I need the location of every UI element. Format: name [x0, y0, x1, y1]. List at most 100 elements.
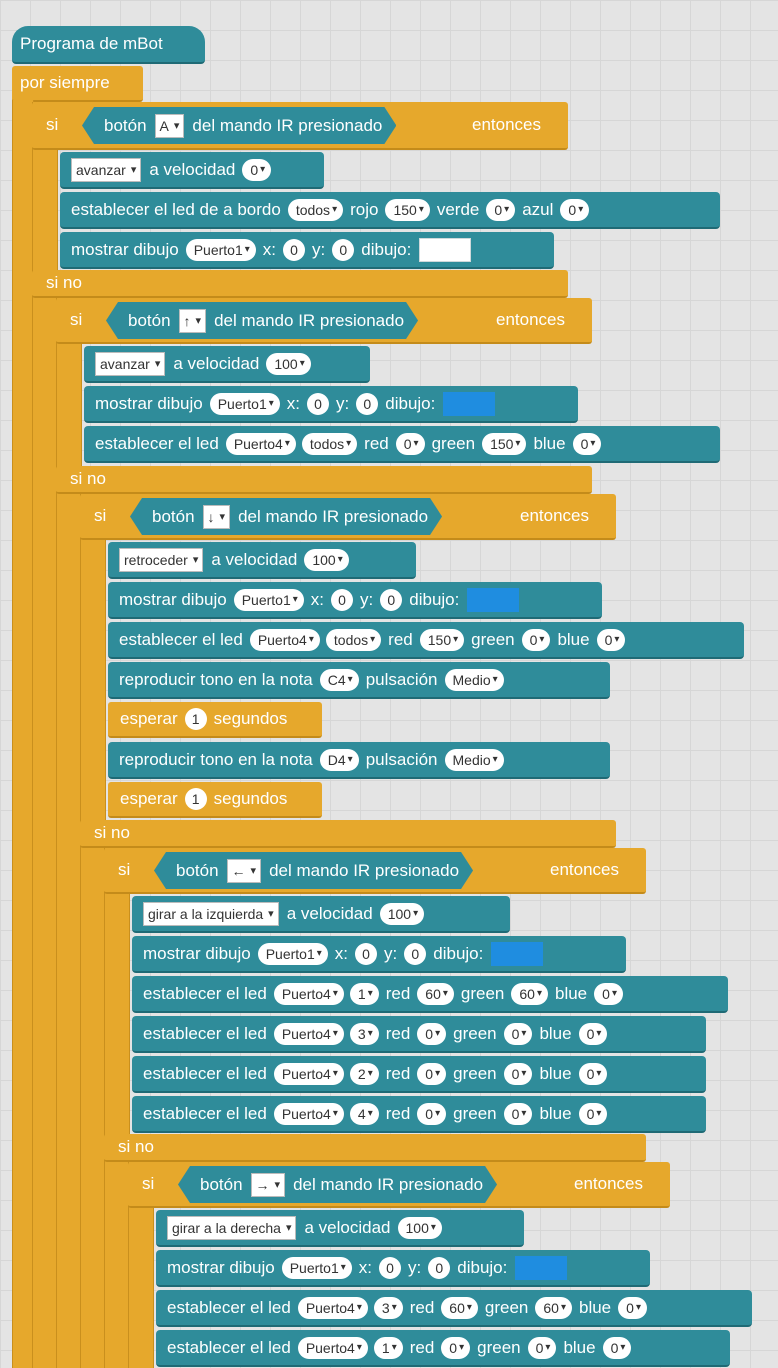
- led-port-dropdown[interactable]: Puerto4: [225, 432, 296, 455]
- red-value[interactable]: 60: [441, 1296, 478, 1319]
- program-hat-block[interactable]: Programa de mBot: [12, 26, 205, 64]
- red-value[interactable]: 0: [417, 1062, 447, 1085]
- show-drawing-block[interactable]: mostrar dibujo Puerto1 x: 0 y: 0 dibujo:: [108, 582, 602, 619]
- onboard-led-block[interactable]: establecer el led de a bordo todos rojo …: [60, 192, 720, 229]
- led-index-dropdown[interactable]: 4: [349, 1102, 379, 1125]
- speed-value[interactable]: 100: [266, 352, 311, 375]
- blue-value[interactable]: 0: [560, 198, 590, 221]
- led-port-dropdown[interactable]: Puerto4: [273, 1062, 344, 1085]
- y-value[interactable]: 0: [428, 1256, 451, 1279]
- blue-value[interactable]: 0: [578, 1102, 608, 1125]
- led-index-dropdown[interactable]: 2: [349, 1062, 379, 1085]
- green-value[interactable]: 0: [521, 628, 551, 651]
- port-dropdown[interactable]: Puerto1: [281, 1256, 352, 1279]
- led-index-dropdown[interactable]: 3: [349, 1022, 379, 1045]
- beat-dropdown[interactable]: Medio: [444, 668, 504, 691]
- play-tone-block[interactable]: reproducir tono en la nota C4 pulsación …: [108, 662, 610, 699]
- show-drawing-block[interactable]: mostrar dibujo Puerto1 x: 0 y: 0 dibujo:: [156, 1250, 650, 1287]
- port-dropdown[interactable]: Puerto1: [233, 588, 304, 611]
- ir-button-dropdown[interactable]: A: [155, 114, 185, 138]
- blue-value[interactable]: 0: [578, 1022, 608, 1045]
- direction-dropdown[interactable]: retroceder: [119, 547, 204, 572]
- led-index-dropdown[interactable]: 3: [373, 1296, 403, 1319]
- green-value[interactable]: 0: [486, 198, 516, 221]
- led-block[interactable]: establecer el led Puerto4 3 red 60 green…: [156, 1290, 752, 1327]
- drawing-matrix[interactable]: [491, 941, 544, 966]
- blue-value[interactable]: 0: [596, 628, 626, 651]
- led-index-dropdown[interactable]: 1: [373, 1336, 403, 1359]
- x-value[interactable]: 0: [283, 238, 306, 261]
- ir-condition-a[interactable]: botón A del mando IR presionado: [82, 107, 396, 144]
- red-value[interactable]: 60: [417, 982, 454, 1005]
- move-block[interactable]: girar a la derecha a velocidad 100: [156, 1210, 524, 1247]
- green-value[interactable]: 0: [503, 1062, 533, 1085]
- move-block[interactable]: avanzar a velocidad 0: [60, 152, 324, 189]
- speed-value[interactable]: 100: [397, 1216, 442, 1239]
- port-dropdown[interactable]: Puerto1: [257, 942, 328, 965]
- play-tone-block[interactable]: reproducir tono en la nota D4 pulsación …: [108, 742, 610, 779]
- speed-value[interactable]: 0: [242, 158, 272, 181]
- show-drawing-block[interactable]: mostrar dibujo Puerto1 x: 0 y: 0 dibujo:: [84, 386, 578, 423]
- blue-value[interactable]: 0: [578, 1062, 608, 1085]
- y-value[interactable]: 0: [380, 588, 403, 611]
- x-value[interactable]: 0: [331, 588, 354, 611]
- port-dropdown[interactable]: Puerto1: [209, 392, 280, 415]
- ir-button-dropdown[interactable]: ←: [227, 859, 262, 883]
- green-value[interactable]: 60: [511, 982, 548, 1005]
- direction-dropdown[interactable]: girar a la derecha: [167, 1215, 297, 1240]
- move-block[interactable]: retroceder a velocidad 100: [108, 542, 416, 579]
- led-scope-dropdown[interactable]: todos: [287, 198, 344, 221]
- led-block[interactable]: establecer el led Puerto4 1 red 60 green…: [132, 976, 728, 1013]
- blue-value[interactable]: 0: [572, 432, 602, 455]
- direction-dropdown[interactable]: avanzar: [95, 351, 166, 376]
- show-drawing-block[interactable]: mostrar dibujo Puerto1 x: 0 y: 0 dibujo:: [132, 936, 626, 973]
- ir-condition-down[interactable]: botón ↓ del mando IR presionado: [130, 498, 442, 535]
- led-port-dropdown[interactable]: Puerto4: [249, 628, 320, 651]
- ir-condition-right[interactable]: botón → del mando IR presionado: [178, 1166, 497, 1203]
- led-block[interactable]: establecer el led Puerto4 3 red 0 green …: [132, 1016, 706, 1053]
- x-value[interactable]: 0: [379, 1256, 402, 1279]
- y-value[interactable]: 0: [404, 942, 427, 965]
- led-block[interactable]: establecer el led Puerto4 4 red 0 green …: [132, 1096, 706, 1133]
- direction-dropdown[interactable]: girar a la izquierda: [143, 901, 279, 926]
- speed-value[interactable]: 100: [379, 902, 425, 925]
- note-dropdown[interactable]: C4: [319, 668, 359, 691]
- red-value[interactable]: 0: [441, 1336, 471, 1359]
- wait-seconds-value[interactable]: 1: [184, 708, 207, 730]
- green-value[interactable]: 150: [482, 432, 527, 455]
- led-port-dropdown[interactable]: Puerto4: [273, 982, 344, 1005]
- led-block[interactable]: establecer el led Puerto4 2 red 0 green …: [132, 1056, 706, 1093]
- led-index-dropdown[interactable]: 1: [349, 982, 379, 1005]
- led-block[interactable]: establecer el led Puerto4 todos red 0 gr…: [84, 426, 720, 463]
- ir-condition-left[interactable]: botón ← del mando IR presionado: [154, 852, 473, 889]
- speed-value[interactable]: 100: [304, 548, 349, 571]
- wait-block[interactable]: esperar 1 segundos: [108, 782, 322, 818]
- x-value[interactable]: 0: [355, 942, 378, 965]
- led-block[interactable]: establecer el led Puerto4 todos red 150 …: [108, 622, 744, 659]
- drawing-matrix[interactable]: [515, 1255, 568, 1280]
- ir-button-dropdown[interactable]: ↑: [179, 309, 207, 333]
- led-index-dropdown[interactable]: todos: [325, 628, 382, 651]
- led-block[interactable]: establecer el led Puerto4 1 red 0 green …: [156, 1330, 730, 1367]
- blue-value[interactable]: 0: [618, 1296, 647, 1319]
- ir-button-dropdown[interactable]: ↓: [203, 505, 231, 529]
- wait-seconds-value[interactable]: 1: [184, 788, 207, 810]
- led-port-dropdown[interactable]: Puerto4: [273, 1022, 344, 1045]
- red-value[interactable]: 0: [395, 432, 425, 455]
- y-value[interactable]: 0: [332, 238, 355, 261]
- x-value[interactable]: 0: [307, 392, 330, 415]
- drawing-matrix[interactable]: [443, 391, 496, 416]
- led-port-dropdown[interactable]: Puerto4: [297, 1296, 368, 1319]
- blue-value[interactable]: 0: [594, 982, 623, 1005]
- blue-value[interactable]: 0: [602, 1336, 632, 1359]
- green-value[interactable]: 0: [503, 1022, 533, 1045]
- show-drawing-block[interactable]: mostrar dibujo Puerto1 x: 0 y: 0 dibujo:: [60, 232, 554, 269]
- led-port-dropdown[interactable]: Puerto4: [297, 1336, 368, 1359]
- led-port-dropdown[interactable]: Puerto4: [273, 1102, 344, 1125]
- direction-dropdown[interactable]: avanzar: [71, 157, 142, 182]
- beat-dropdown[interactable]: Medio: [444, 748, 504, 771]
- y-value[interactable]: 0: [356, 392, 379, 415]
- drawing-matrix[interactable]: [419, 237, 472, 262]
- move-block[interactable]: girar a la izquierda a velocidad 100: [132, 896, 510, 933]
- red-value[interactable]: 0: [417, 1022, 447, 1045]
